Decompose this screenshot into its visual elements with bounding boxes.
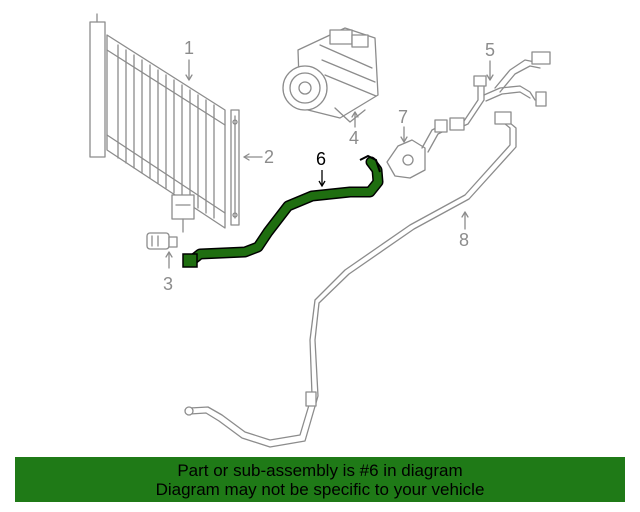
callout-5: 5 [485,40,496,60]
callout-3: 3 [163,274,174,294]
banner-line-disclaimer: Diagram may not be specific to your vehi… [155,479,485,499]
callout-8: 8 [459,230,470,250]
callout-7: 7 [398,107,409,127]
callout-1: 1 [184,38,195,58]
condenser[interactable] [89,13,226,233]
banner-line-part: Part or sub-assembly is #6 in diagram [177,460,463,480]
callout-4: 4 [349,128,360,148]
info-banner: Part or sub-assembly is #6 in diagram Di… [15,457,625,502]
callout-2: 2 [264,147,275,167]
callout-leaders [165,59,494,269]
condenser-bracket[interactable] [230,109,240,226]
expansion-fitting[interactable] [386,119,448,179]
suction-line[interactable] [449,51,551,131]
parts-diagram [89,13,551,448]
callout-6: 6 [316,149,327,169]
highlighted-hose-part-6[interactable] [182,154,384,268]
liquid-line[interactable] [184,111,517,448]
compressor[interactable] [282,27,379,123]
pressure-switch[interactable] [146,232,178,250]
